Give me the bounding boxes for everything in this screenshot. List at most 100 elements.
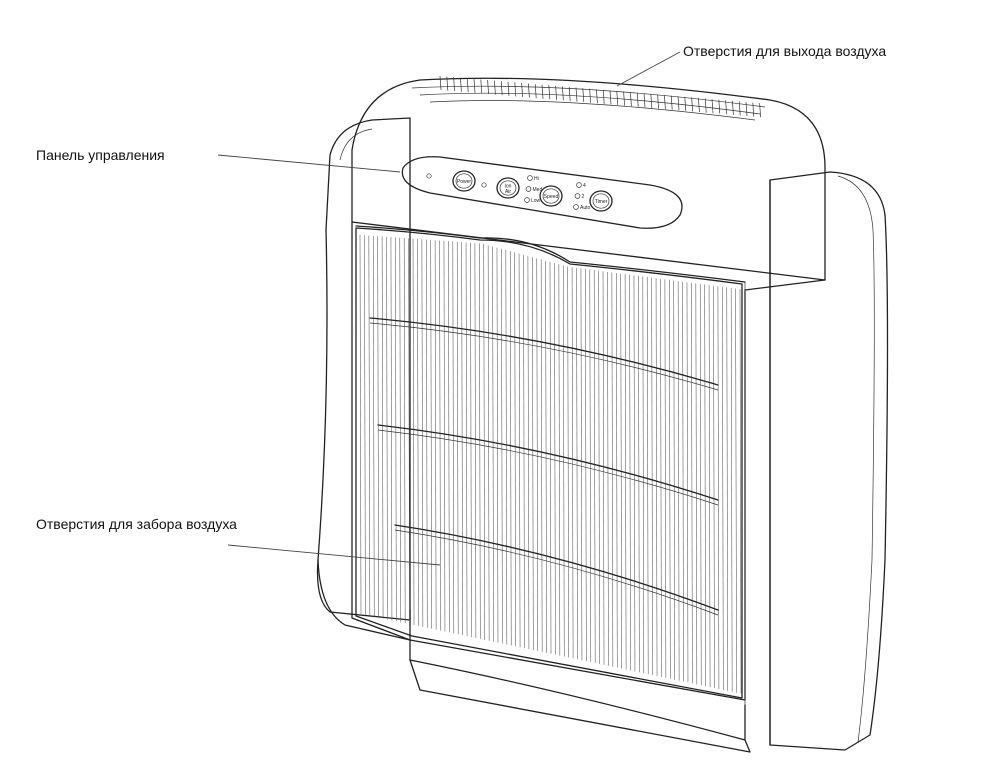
grille-slat [452, 241, 455, 634]
timer-indicator-led [576, 182, 582, 188]
grille-slat [699, 283, 702, 686]
grille-slat [372, 235, 375, 617]
grille-slat [598, 270, 600, 664]
panel-leader-line [217, 154, 401, 173]
grille-slat [514, 252, 516, 647]
control-panel-oval [401, 156, 683, 229]
grille-slat [456, 241, 459, 635]
grille-slat [505, 249, 508, 645]
outlet-ridge [541, 84, 544, 99]
outlet-ridge [732, 100, 734, 115]
grille-slat [518, 253, 521, 648]
outlet-ridge [725, 100, 727, 115]
grille-slat [487, 245, 490, 641]
outlet-ridge [548, 85, 551, 100]
grille-slat [540, 259, 543, 652]
grille-slat [691, 282, 693, 684]
grille-slat [576, 267, 578, 660]
outlet-ridge [480, 79, 483, 94]
grille-slat [664, 279, 667, 678]
timer-button-face[interactable] [592, 193, 610, 209]
grille-slat [536, 258, 539, 651]
grille-slat [739, 289, 742, 694]
speed-button[interactable]: Speed [539, 185, 563, 207]
timer-button-ring[interactable] [589, 190, 613, 212]
grille-slat [492, 246, 494, 642]
ion-button-face[interactable] [499, 180, 517, 196]
ion-button-ring[interactable] [496, 177, 520, 199]
grille-slat [722, 286, 724, 690]
timer-indicator-label: 4 [583, 183, 586, 189]
outlet-ridge [630, 92, 632, 107]
grille-slat [655, 278, 658, 677]
grille-slat [421, 239, 424, 627]
grille-slat [479, 243, 481, 639]
power-button-ring[interactable] [452, 170, 476, 192]
grille-slat [677, 281, 680, 681]
outlet-ridge [466, 78, 469, 93]
grille-slat [399, 237, 402, 623]
outlet-ridge [602, 89, 605, 104]
grille-slat [558, 264, 561, 656]
outlet-ridge [609, 90, 612, 105]
speed-indicator-label: Low [531, 198, 541, 204]
grille-slat [651, 277, 653, 676]
timer-button-label: Timer [595, 199, 608, 205]
grille-slat [717, 286, 720, 690]
grille-slat [562, 265, 565, 657]
grille-slat [567, 266, 569, 658]
grille-bar [369, 317, 719, 386]
outlet-ridge [528, 83, 530, 98]
front-body [351, 221, 826, 753]
outlet-ridge [589, 88, 591, 103]
grille-slat [704, 284, 706, 687]
grille-slat [629, 274, 631, 671]
grille-slat [554, 263, 556, 655]
grille-slat [633, 275, 636, 672]
grille-slat [496, 247, 499, 643]
ion-button-label: Ion [505, 184, 512, 190]
grille-bar [394, 524, 719, 611]
outlet-ridge [473, 78, 476, 93]
timer-button[interactable]: Timer [589, 190, 613, 212]
grille-slat [735, 288, 737, 693]
outlet-ridge [664, 95, 666, 110]
speed-button-face[interactable] [542, 188, 560, 204]
speed-button-ring[interactable] [539, 185, 563, 207]
grille-slat [390, 237, 393, 621]
grille-slat [580, 268, 583, 661]
speed-indicator-led [524, 197, 530, 203]
grille-slat [607, 271, 609, 666]
air-intake-label: Отверстия для забора воздуха [36, 516, 237, 532]
grille-slat [523, 254, 525, 649]
grille-slat [483, 244, 485, 640]
grille-slat [686, 282, 689, 683]
speed-indicator-label: Med [533, 187, 543, 193]
power-button-face[interactable] [455, 173, 473, 189]
grille-slat [593, 270, 596, 664]
timer-indicator-label: 2 [582, 194, 585, 200]
speed-button-label: Speed [544, 194, 559, 200]
outlet-ridge [487, 80, 489, 95]
outlet-ridge [670, 95, 673, 110]
outlet-ridge [555, 85, 557, 100]
timer-indicator-label: Auto [580, 205, 591, 211]
outlet-ridge [711, 99, 714, 114]
grille-slat [426, 239, 428, 628]
grille-slat [585, 268, 587, 662]
outlet-ridge [514, 82, 517, 97]
grille-bar [377, 424, 719, 501]
grille-slat [501, 248, 503, 644]
grille-slat [673, 280, 675, 680]
outlet-ridge [759, 103, 761, 118]
grille-slat [474, 243, 477, 638]
speed-indicator-label: Hi [534, 176, 539, 182]
outlet-ridge [657, 94, 659, 109]
outlet-ridge [575, 87, 578, 102]
power-button[interactable]: Power [452, 170, 476, 192]
grille-slat [708, 285, 711, 688]
